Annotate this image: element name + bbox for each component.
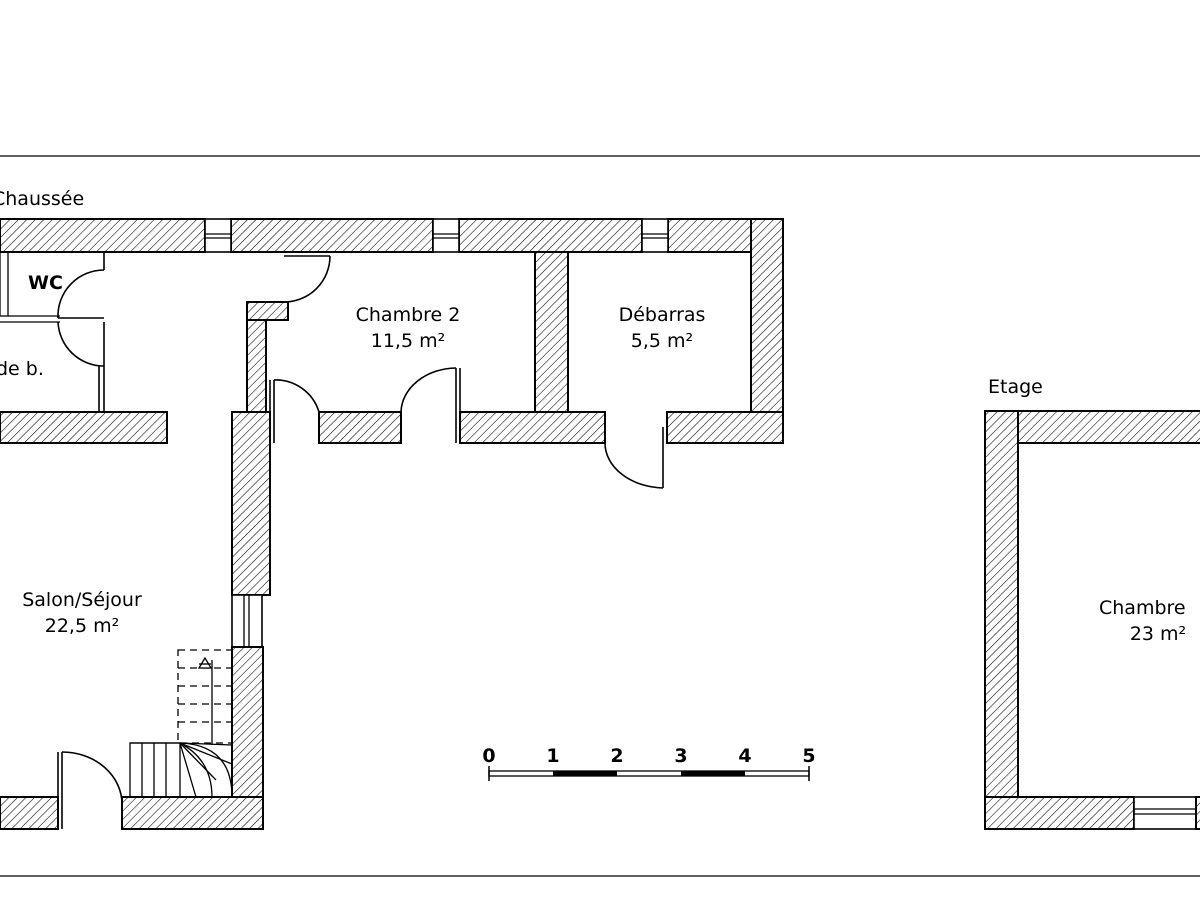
upper-floor-title: Etage — [988, 376, 1043, 398]
scale-tick-0: 0 — [482, 745, 495, 767]
door-bathroom — [57, 321, 105, 412]
bedroom2-name: Chambre 2 — [356, 304, 461, 326]
upper-wall-bottom — [984, 796, 1135, 830]
upper-wall-top — [984, 410, 1200, 444]
wall-living-bottom-2 — [121, 796, 264, 830]
wall-bedroom-bottom-1 — [318, 411, 402, 444]
scale-tick-4: 4 — [738, 745, 751, 767]
scale-tick-5: 5 — [802, 745, 815, 767]
wall-top-3 — [458, 218, 643, 253]
scale-bar-segment-2 — [681, 771, 745, 776]
bathroom-label: de b. — [0, 358, 44, 380]
wall-bath-bottom — [0, 411, 168, 444]
wc-label: WC — [28, 272, 63, 294]
upper-wall-left — [984, 410, 1019, 830]
scale-bar-segment-1 — [553, 771, 617, 776]
upper-wall-right-stub — [1195, 796, 1200, 830]
door-entrance — [57, 751, 123, 829]
storage-area: 5,5 m² — [631, 330, 693, 352]
staircase — [129, 647, 233, 798]
wall-bedroom-left-cap — [246, 301, 289, 321]
ground-floor-title: Chaussée — [0, 188, 84, 210]
wall-storage-bottom — [666, 411, 784, 444]
scale-bar: 0 1 2 3 4 5 — [482, 745, 816, 781]
wall-living-bottom-1 — [0, 796, 59, 830]
window-living-right — [231, 594, 263, 648]
wall-top-2 — [230, 218, 434, 253]
door-bedroom-bottom — [400, 367, 461, 443]
scale-tick-2: 2 — [610, 745, 623, 767]
door-bedroom-left — [269, 379, 320, 443]
scale-tick-1: 1 — [546, 745, 559, 767]
door-wc — [57, 252, 105, 319]
door-bedroom-top — [283, 251, 331, 303]
wall-partition-storage — [534, 251, 569, 413]
window-top-1 — [204, 218, 232, 253]
window-top-2 — [432, 218, 460, 253]
door-storage — [604, 427, 668, 489]
wall-bedroom-bottom-2 — [459, 411, 606, 444]
bedroom2-area: 11,5 m² — [371, 330, 445, 352]
living-area: 22,5 m² — [45, 615, 119, 637]
living-name: Salon/Séjour — [22, 589, 142, 611]
upper-floor-plan: Etage Chambre 23 m² — [984, 376, 1200, 830]
storage-name: Débarras — [619, 304, 706, 326]
wc-partition — [0, 251, 9, 317]
wall-top-1 — [0, 218, 206, 253]
window-top-3 — [641, 218, 669, 253]
wall-living-right-1 — [231, 411, 271, 596]
scale-bar-track — [488, 770, 810, 777]
upper-window-bottom — [1133, 796, 1200, 830]
upper-bedroom-name: Chambre — [1099, 597, 1186, 619]
ground-floor-plan: Chaussée WC de b. Chambre 2 11,5 m² Déba… — [0, 188, 784, 830]
upper-bedroom-area: 23 m² — [1130, 623, 1186, 645]
wall-right — [750, 218, 784, 444]
scale-tick-3: 3 — [674, 745, 687, 767]
